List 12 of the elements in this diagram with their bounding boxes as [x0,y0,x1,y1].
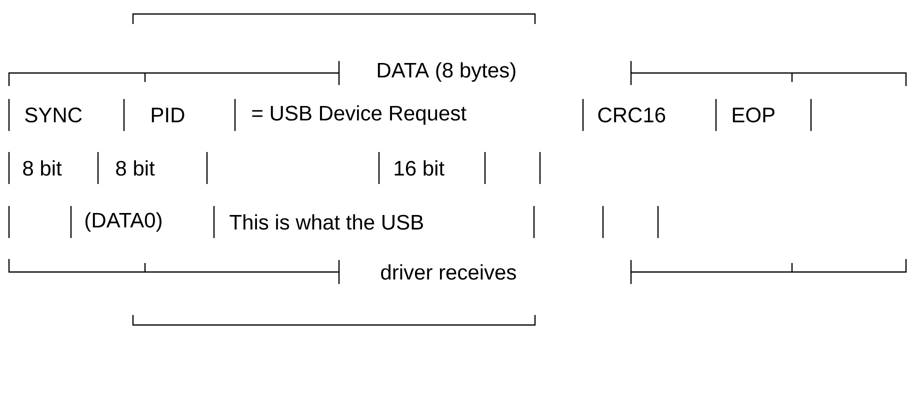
field-label: PID [152,108,184,122]
field-label: 16 bit [394,160,444,176]
field-label: = USB Device Request [252,105,466,125]
field-label: driver receives [381,264,516,280]
field-label: This is what the USB [230,214,423,230]
field-label: (DATA0) [86,212,162,232]
field-label: 8 bit [23,160,62,176]
field-label: SYNC [25,108,82,122]
field-label: DATA (8 bytes) [378,62,516,82]
field-label: 8 bit [116,160,155,176]
field-label: EOP [732,108,774,122]
field-label: CRC16 [598,108,666,122]
